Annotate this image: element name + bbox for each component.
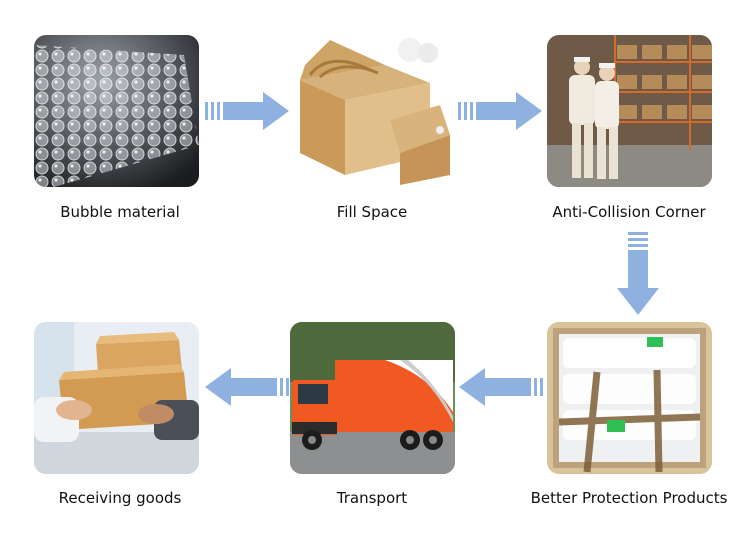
arrow-down-icon bbox=[615, 232, 661, 316]
package-handover-photo bbox=[34, 322, 199, 474]
step-label-transport: Transport bbox=[336, 489, 408, 507]
step-label-anti-collision-corner: Anti-Collision Corner bbox=[552, 203, 706, 221]
package-handover-icon bbox=[34, 322, 199, 474]
step-label-fill-space: Fill Space bbox=[336, 203, 408, 221]
delivery-truck-icon bbox=[290, 322, 455, 474]
warehouse-workers-icon bbox=[547, 35, 712, 187]
arrow-left-icon bbox=[458, 366, 543, 408]
delivery-truck-photo bbox=[290, 322, 455, 474]
arrow-right-icon bbox=[205, 90, 290, 132]
packed-crate-icon bbox=[547, 322, 712, 474]
packed-crate-photo bbox=[547, 322, 712, 474]
step-label-bubble-material: Bubble material bbox=[60, 203, 180, 221]
arrow-right-icon bbox=[458, 90, 543, 132]
cardboard-box-icon bbox=[290, 35, 455, 187]
step-label-receiving-goods: Receiving goods bbox=[58, 489, 182, 507]
arrow-left-icon bbox=[204, 366, 289, 408]
step-label-better-protection-products: Better Protection Products bbox=[530, 489, 728, 507]
warehouse-workers-photo bbox=[547, 35, 712, 187]
bubble-wrap-icon bbox=[34, 35, 199, 187]
bubble-wrap-photo bbox=[34, 35, 199, 187]
cardboard-box-photo bbox=[290, 35, 455, 187]
